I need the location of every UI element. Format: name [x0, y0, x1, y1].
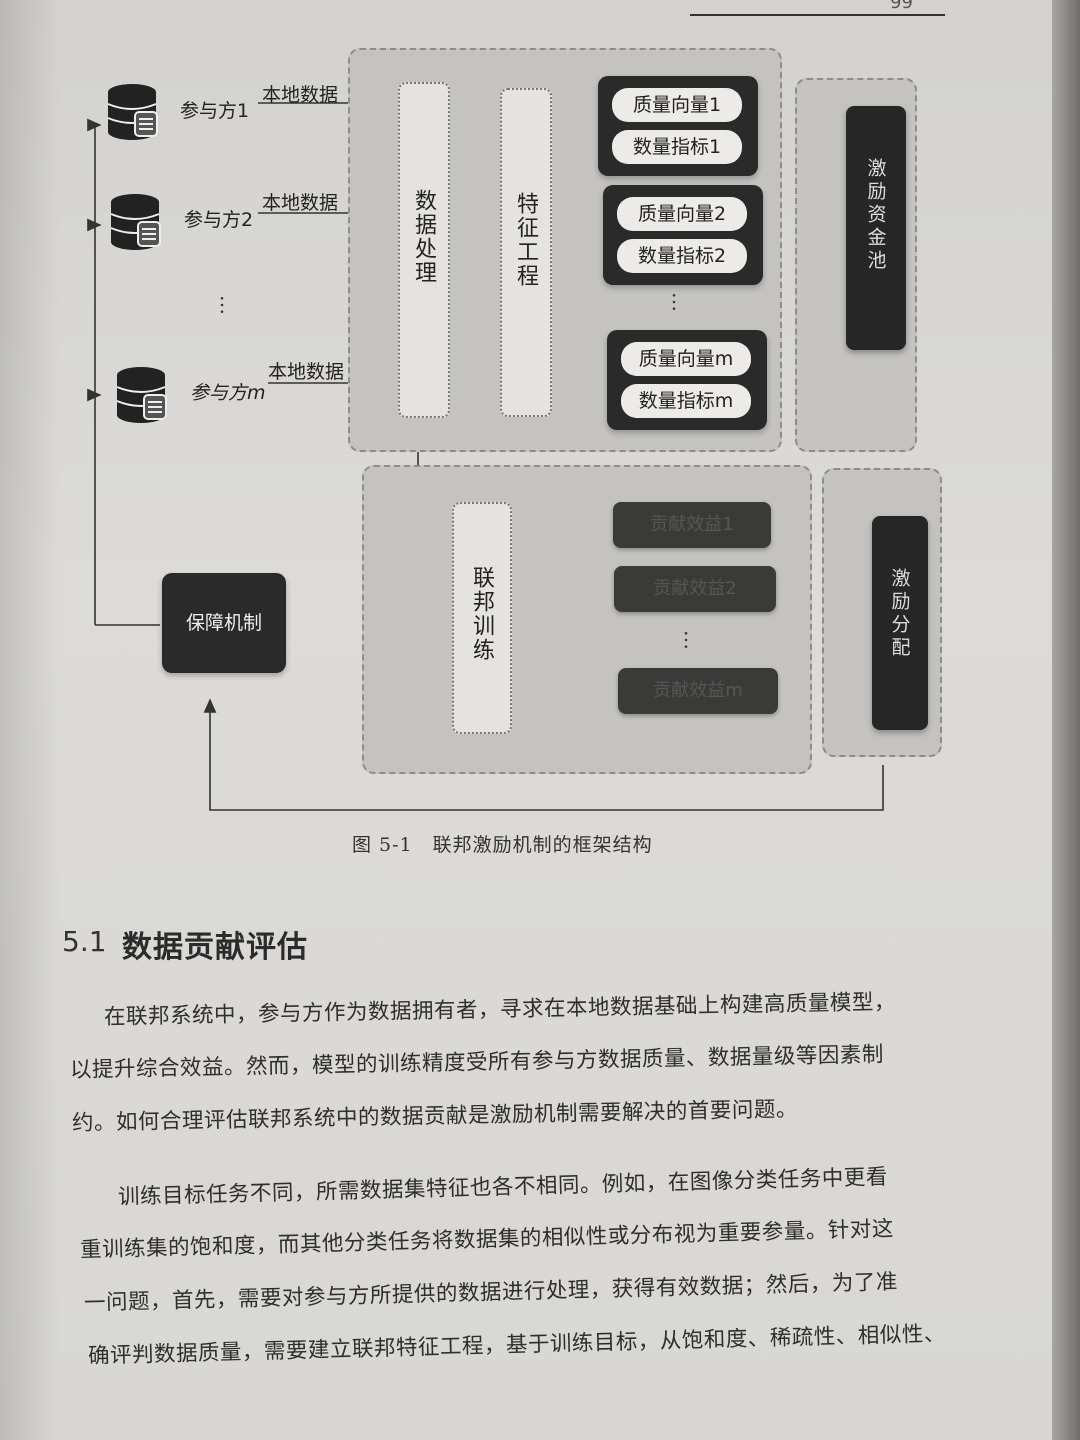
page-binding-shadow: [0, 0, 60, 1440]
guarantee-mechanism-box: 保障机制: [162, 573, 286, 673]
section-title: 数据贡献评估: [122, 930, 308, 965]
page-number: 99: [890, 0, 913, 13]
federated-training-label: 联邦训练: [469, 566, 494, 662]
incentive-allocation-label: 激励分配: [888, 568, 911, 660]
quality-vector-2: 质量向量2: [617, 197, 747, 231]
incentive-allocation-box: 激励分配: [872, 516, 928, 730]
paragraph-1-line-3: 约。如何合理评估联邦系统中的数据贡献是激励机制需要解决的首要问题。: [71, 1097, 799, 1136]
quality-group-1: 质量向量1 数量指标1: [598, 76, 758, 176]
feature-engineering-box: 特征工程: [500, 88, 552, 417]
contribution-2: 贡献效益2: [614, 566, 776, 612]
paragraph-2-line-4: 确评判数据质量，需要建立联邦特征工程，基于训练目标，从饱和度、稀疏性、相似性、: [87, 1321, 947, 1369]
participant-m-database-icon: [116, 367, 167, 423]
participant-2-label: 参与方2: [184, 209, 254, 231]
page-edge: [1052, 0, 1080, 1440]
quality-group-m: 质量向量m 数量指标m: [607, 330, 767, 430]
quality-vector-1: 质量向量1: [612, 88, 742, 122]
figure-caption: 图 5-1 联邦激励机制的框架结构: [352, 834, 653, 856]
paragraph-2-line-3: 一问题，首先，需要对参与方所提供的数据进行处理，获得有效数据；然后，为了准: [83, 1269, 899, 1316]
federated-training-box: 联邦训练: [452, 502, 512, 734]
data-processing-label: 数据处理: [411, 189, 436, 285]
contribution-m: 贡献效益m: [618, 668, 778, 714]
incentive-pool-box: 激励资金池: [846, 106, 906, 350]
participant-2-data-label: 本地数据: [262, 192, 339, 214]
participant-1-data-label: 本地数据: [262, 84, 339, 106]
quality-group-2: 质量向量2 数量指标2: [603, 185, 763, 285]
participant-2-database-icon: [110, 194, 161, 250]
participant-m-label: 参与方m: [190, 382, 266, 404]
participant-ellipsis: …: [216, 295, 240, 315]
quantity-indicator-2: 数量指标2: [617, 239, 747, 273]
quality-ellipsis: …: [668, 292, 692, 312]
quality-vector-m: 质量向量m: [621, 342, 751, 376]
paragraph-1-line-1: 在联邦系统中，参与方作为数据拥有者，寻求在本地数据基础上构建高质量模型，: [103, 989, 897, 1030]
incentive-pool-label: 激励资金池: [864, 158, 887, 273]
paragraph-1-line-2: 以提升综合效益。然而，模型的训练精度受所有参与方数据质量、数据量级等因素制: [69, 1042, 885, 1083]
header-rule: [690, 14, 945, 16]
section-number: 5.1: [62, 925, 107, 958]
participant-1-database-icon: [107, 84, 158, 140]
participant-1-label: 参与方1: [180, 100, 250, 122]
feature-engineering-label: 特征工程: [513, 192, 538, 288]
guarantee-mechanism-label: 保障机制: [185, 612, 262, 634]
participant-m-data-label: 本地数据: [268, 361, 345, 383]
paragraph-2-line-2: 重训练集的饱和度，而其他分类任务将数据集的相似性或分布视为重要参量。针对这: [79, 1216, 895, 1263]
data-processing-box: 数据处理: [398, 82, 450, 418]
quantity-indicator-1: 数量指标1: [612, 130, 742, 164]
framework-figure: 参与方1 本地数据 参与方2 本地数据 … 参与方m 本地数据 数据处理 特征工…: [87, 48, 942, 811]
paragraph-2-line-1: 训练目标任务不同，所需数据集特征也各不相同。例如，在图像分类任务中更看: [117, 1164, 889, 1210]
contribution-1: 贡献效益1: [613, 502, 771, 548]
contribution-ellipsis: …: [680, 630, 704, 650]
quantity-indicator-m: 数量指标m: [621, 384, 751, 418]
